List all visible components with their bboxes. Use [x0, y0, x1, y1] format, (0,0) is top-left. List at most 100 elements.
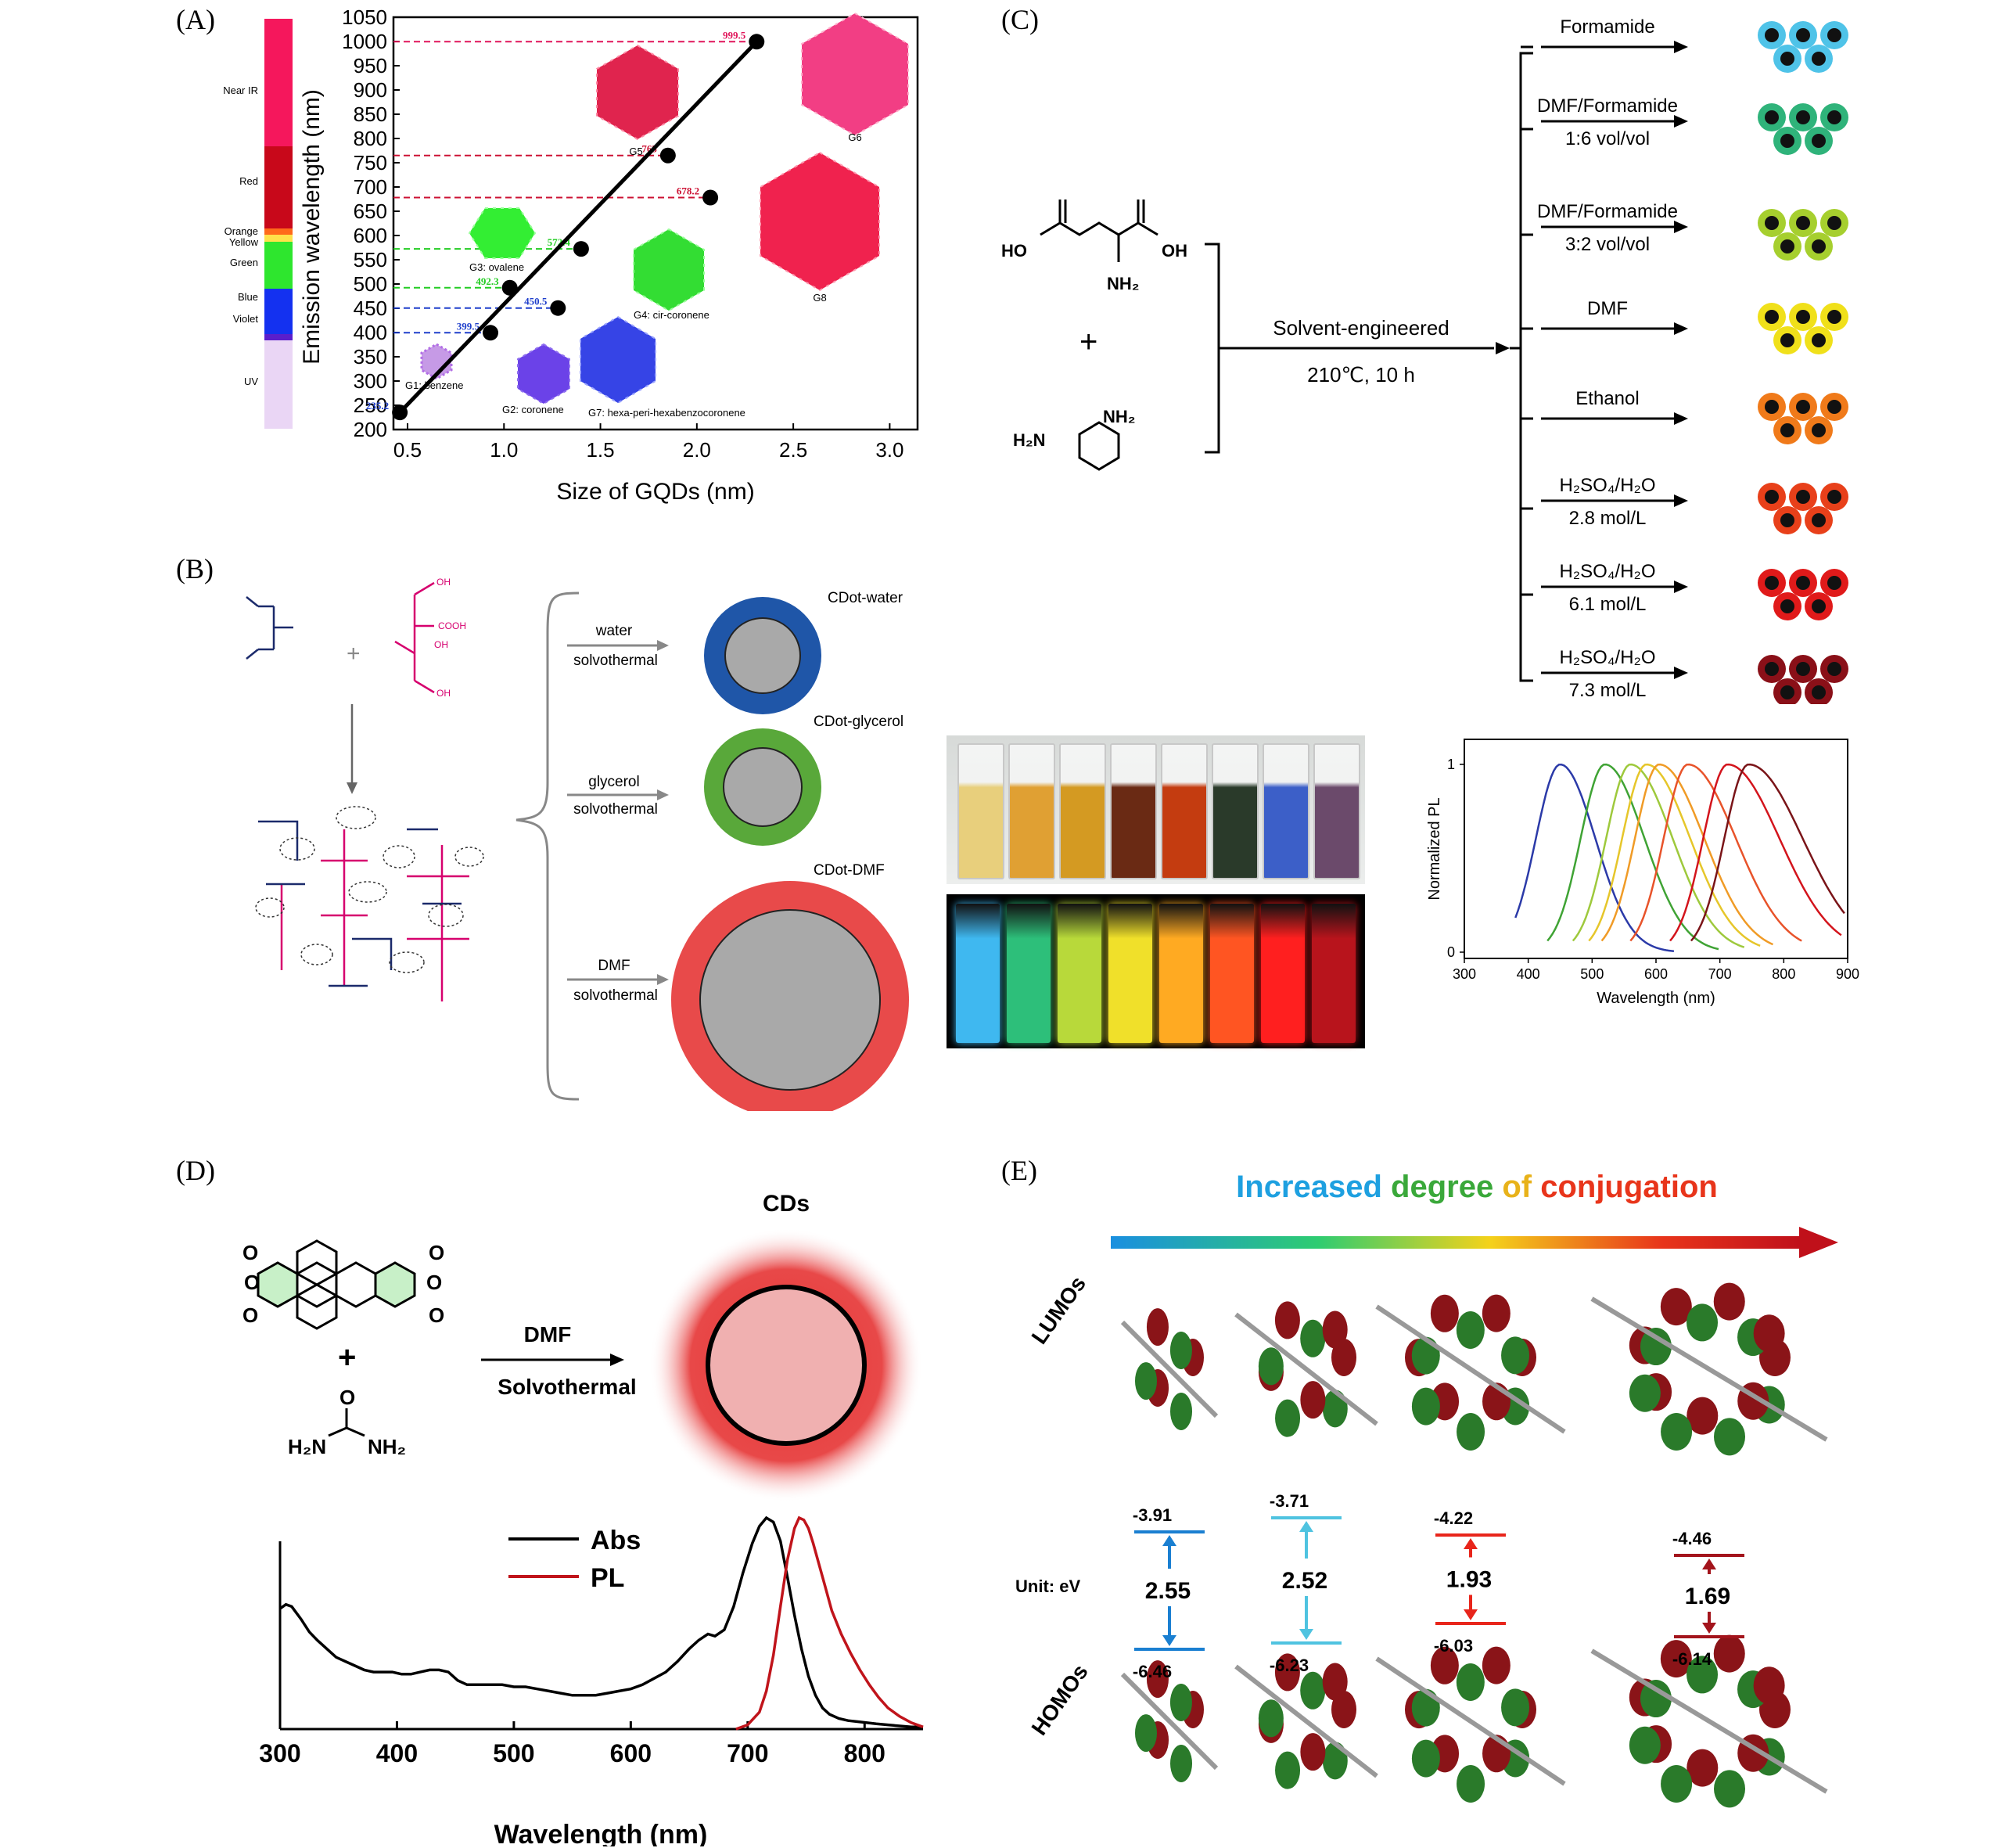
d-x-title: Wavelength (nm) [494, 1820, 708, 1846]
d-xtick-label: 700 [727, 1739, 768, 1767]
pl-y-title: Normalized PL [1426, 797, 1443, 900]
panel-label-e: (E) [1001, 1155, 1037, 1186]
e-orbital-lobe [1258, 1699, 1284, 1738]
e-arrow-shaft [1111, 1236, 1799, 1249]
a-data-point [483, 325, 499, 341]
label-g8: G8 [813, 292, 826, 304]
c-dot-core [1796, 490, 1810, 504]
e-orbital-lobe [1753, 1666, 1785, 1705]
a-ytick-label: 750 [354, 151, 387, 174]
c-branch-ratio: 2.8 mol/L [1569, 508, 1647, 529]
e-orbital-lobe [1687, 1749, 1719, 1787]
e-orbital-lobe [1687, 1656, 1719, 1694]
pl-xtick-label: 900 [1836, 966, 1859, 982]
panel-label-d: (D) [176, 1155, 215, 1186]
cuvette-day [1212, 743, 1259, 879]
e-lumo-value: -4.46 [1672, 1529, 1712, 1548]
c-conditions: 210℃, 10 h [1307, 363, 1415, 386]
hbond-network [255, 806, 484, 1001]
panel-label-c: (C) [1001, 4, 1039, 35]
b-brace [515, 591, 580, 1101]
d-plus: + [338, 1340, 356, 1375]
benzene-ring [1078, 421, 1120, 471]
c-dot-core [1812, 134, 1826, 148]
cuvette-uv [1108, 904, 1152, 1043]
a-ytick-label: 650 [354, 200, 387, 223]
a-ytick-label: 800 [354, 127, 387, 150]
c-dot-core [1812, 423, 1826, 437]
pl-xtick-label: 400 [1517, 966, 1540, 982]
cdot-glycerol [704, 728, 821, 846]
cdot-water [704, 597, 821, 714]
e-molecule-skeleton [1590, 1648, 1828, 1794]
c-branch-ratio: 3:2 vol/vol [1565, 234, 1650, 255]
e-orbital-lobe [1501, 1688, 1530, 1727]
c-branch-solvent: DMF [1587, 298, 1628, 319]
ptcda [257, 1239, 416, 1330]
d-o-1: O [242, 1241, 258, 1264]
c-dot-core [1780, 134, 1794, 148]
c-dot-core [1812, 599, 1826, 613]
e-orbital-lobe [1660, 1640, 1692, 1678]
a-point-label: 235.2 [366, 400, 389, 412]
c-dot-core [1780, 423, 1794, 437]
a-xtick-label: 1.0 [490, 438, 518, 462]
c-dot-core [1796, 310, 1810, 324]
e-gap-value: 2.55 [1145, 1578, 1191, 1604]
e-orbital-lobe [1411, 1739, 1440, 1778]
c-dot-core [1780, 599, 1794, 613]
d-xtick-label: 500 [493, 1739, 534, 1767]
panel-label-b: (B) [176, 553, 214, 584]
e-molecule-skeleton [1234, 1664, 1378, 1778]
c-branch-solvent: Formamide [1560, 16, 1654, 38]
a-ytick-label: 400 [354, 321, 387, 344]
c-branch-ratio: 6.1 mol/L [1569, 594, 1647, 615]
e-homo-value: -6.23 [1270, 1656, 1309, 1675]
a-point-label: 492.3 [476, 275, 499, 287]
band-label-yellow: Yellow [229, 236, 259, 248]
a-ytick-label: 1050 [342, 5, 387, 29]
d-xtick-label: 800 [844, 1739, 885, 1767]
route-1-method: solvothermal [573, 653, 658, 669]
pl-series [1669, 763, 1842, 942]
e-orbital-lobe [1274, 1301, 1300, 1339]
b-oh-1: OH [436, 577, 451, 588]
molecule-g5 [596, 44, 679, 141]
e-orbital-lobe [1687, 1397, 1719, 1435]
e-homo-value: -6.03 [1434, 1636, 1473, 1656]
label-g4: G4: cir-coronene [634, 309, 709, 321]
cuvette-uv [1159, 904, 1203, 1043]
c-dot-core [1796, 400, 1810, 414]
e-orbital-lobe [1300, 1381, 1326, 1419]
c-dot-core [1765, 310, 1779, 324]
panel-b-schematic: + OH COOH OH OH water solvothermal g [246, 577, 909, 1111]
d-o-5: O [426, 1271, 442, 1294]
c-dot-core [1780, 333, 1794, 347]
c-dot-core [1780, 685, 1794, 699]
e-orbital-lobe [1660, 1288, 1692, 1326]
c-dot-core [1796, 576, 1810, 590]
e-orbital-lobe [1411, 1688, 1440, 1727]
d-cds: CDs [763, 1191, 810, 1217]
molecule-g3 [468, 207, 537, 259]
c-dot-core [1812, 685, 1826, 699]
d-xtick-label: 400 [376, 1739, 418, 1767]
e-homos: HOMOs [1027, 1660, 1093, 1740]
c-dot-core [1812, 52, 1826, 66]
a-data-point [749, 34, 765, 50]
e-orbital-lobe [1640, 1328, 1672, 1366]
a-ytick-label: 200 [354, 418, 387, 441]
band-label-red: Red [239, 175, 258, 187]
e-orbital-lobe [1629, 1374, 1661, 1412]
c-branch-ratio: 1:6 vol/vol [1565, 128, 1650, 149]
molecules [420, 12, 909, 405]
e-orbital-lobe [1430, 1646, 1459, 1684]
a-point-label: 399.5 [457, 320, 480, 332]
e-orbital-lobe [1169, 1331, 1192, 1369]
e-gap-value: 2.52 [1282, 1568, 1327, 1594]
c-dot-core [1827, 310, 1841, 324]
c-branch-solvent: H₂SO₄/H₂O [1559, 647, 1655, 668]
e-orbital-lobe [1300, 1671, 1326, 1710]
a-x-title: Size of GQDs (nm) [556, 479, 754, 505]
c-ho: HO [1001, 241, 1027, 261]
